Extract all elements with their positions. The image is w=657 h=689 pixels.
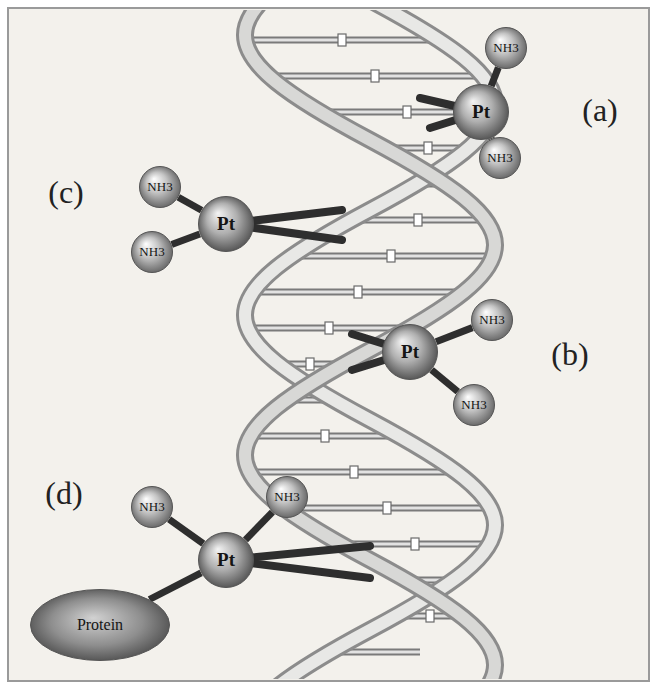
ligand-label: NH3 (487, 150, 512, 166)
ligand-sphere: NH3 (266, 476, 308, 518)
protein-label: Protein (77, 616, 123, 634)
bond-line (178, 197, 201, 210)
ligand-sphere: NH3 (131, 486, 173, 528)
bond-line (436, 328, 472, 342)
text-holder: NH3 (131, 231, 173, 273)
ligand-label: NH3 (479, 312, 504, 328)
ligand-label: NH3 (139, 499, 164, 515)
bond-line (491, 68, 498, 86)
text-holder: Pt (382, 324, 438, 380)
platinum-sphere: Pt (198, 532, 254, 588)
bond-line (172, 234, 200, 245)
ligand-sphere: NH3 (139, 166, 181, 208)
ligand-sphere: NH3 (453, 384, 495, 426)
ligand-sphere: NH3 (485, 27, 527, 69)
platinum-label: Pt (217, 213, 235, 235)
text-holder: Pt (198, 196, 254, 252)
text-holder: Pt (198, 532, 254, 588)
platinum-label: Pt (472, 101, 490, 123)
ligand-sphere: NH3 (471, 299, 513, 341)
ligand-label: NH3 (147, 179, 172, 195)
text-holder: NH3 (471, 299, 513, 341)
platinum-dna-bonds (226, 98, 481, 578)
adduct-letter: (c) (48, 174, 84, 211)
platinum-sphere: Pt (382, 324, 438, 380)
ligand-label: NH3 (139, 244, 164, 260)
adduct-letter: (d) (45, 475, 82, 512)
text-holder: NH3 (131, 486, 173, 528)
ligand-label: NH3 (493, 40, 518, 56)
ligand-label: NH3 (274, 489, 299, 505)
bond-line (245, 512, 272, 540)
bond-line (149, 573, 201, 600)
bond-line (169, 519, 203, 543)
adduct-letter: (a) (582, 92, 618, 129)
text-holder: NH3 (139, 166, 181, 208)
text-holder: Protein (30, 589, 170, 661)
ligand-label: NH3 (461, 397, 486, 413)
platinum-label: Pt (401, 341, 419, 363)
platinum-sphere: Pt (453, 84, 509, 140)
text-holder: NH3 (266, 476, 308, 518)
platinum-label: Pt (217, 549, 235, 571)
platinum-sphere: Pt (198, 196, 254, 252)
text-holder: NH3 (479, 137, 521, 179)
text-holder: Pt (453, 84, 509, 140)
ligand-sphere: NH3 (131, 231, 173, 273)
text-holder: NH3 (485, 27, 527, 69)
bond-line (432, 370, 458, 392)
protein-ellipse: Protein (30, 589, 170, 661)
adduct-letter: (b) (551, 336, 588, 373)
text-holder: NH3 (453, 384, 495, 426)
ligand-sphere: NH3 (479, 137, 521, 179)
